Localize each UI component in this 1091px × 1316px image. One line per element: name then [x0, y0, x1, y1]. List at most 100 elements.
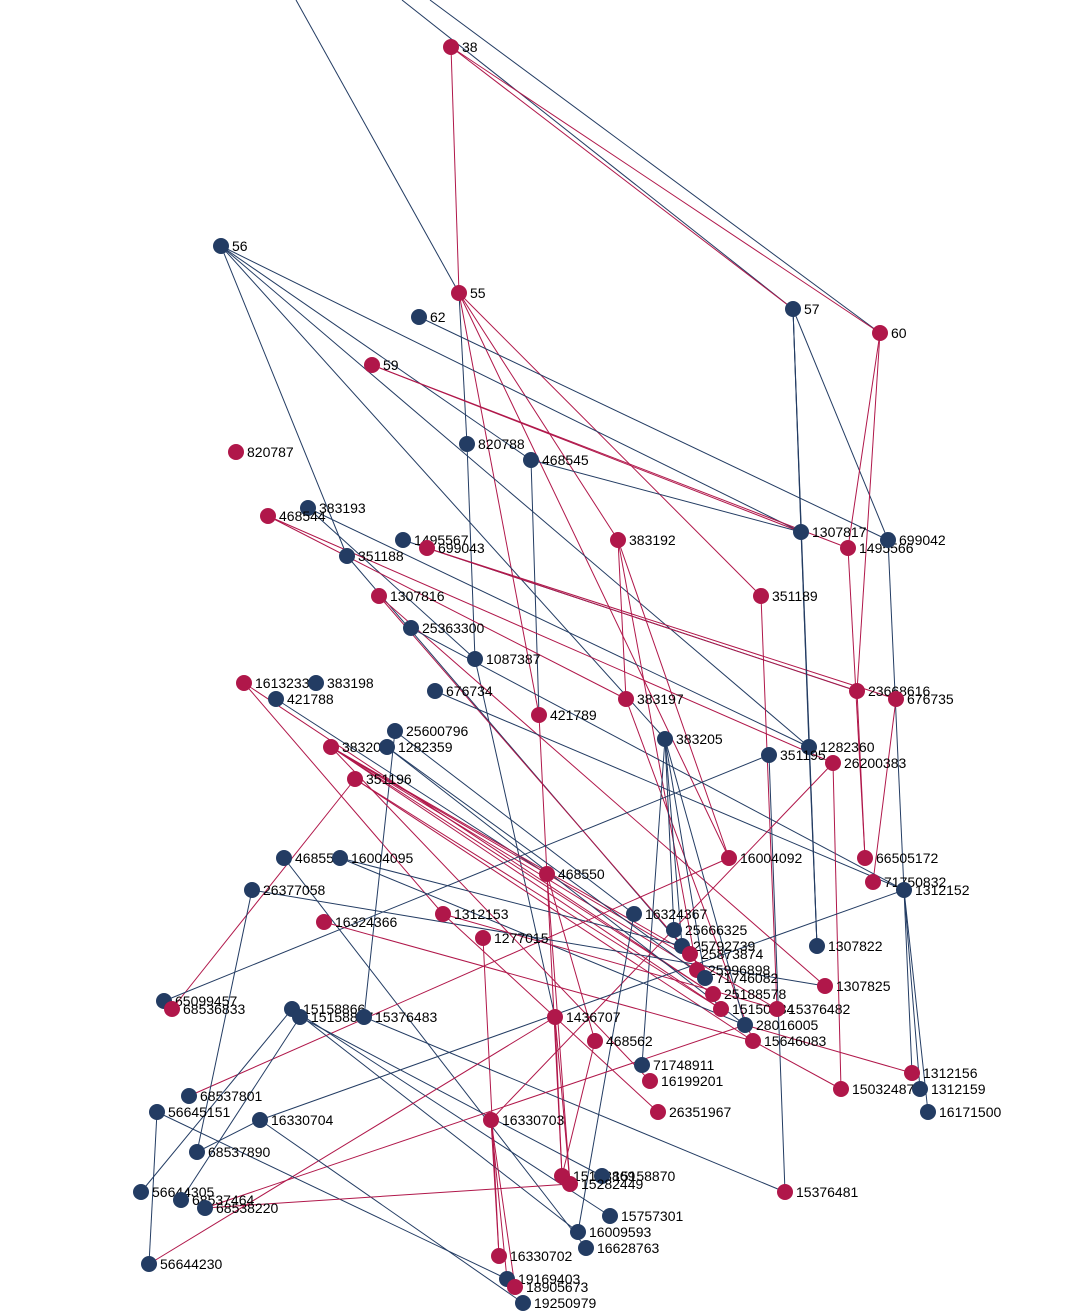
- graph-node-62[interactable]: 62: [411, 309, 446, 325]
- graph-node-383206[interactable]: 383206: [323, 739, 389, 755]
- node-marker[interactable]: [451, 285, 467, 301]
- node-marker[interactable]: [801, 739, 817, 755]
- node-marker[interactable]: [443, 39, 459, 55]
- graph-node-16330702[interactable]: 16330702: [491, 1248, 573, 1264]
- node-marker[interactable]: [587, 1033, 603, 1049]
- node-marker[interactable]: [515, 1295, 531, 1311]
- node-marker[interactable]: [316, 914, 332, 930]
- graph-node-16009593[interactable]: 16009593: [570, 1224, 652, 1240]
- node-marker[interactable]: [697, 970, 713, 986]
- node-marker[interactable]: [260, 508, 276, 524]
- node-marker[interactable]: [642, 1073, 658, 1089]
- graph-node-1307822[interactable]: 1307822: [809, 938, 883, 954]
- node-marker[interactable]: [181, 1088, 197, 1104]
- node-marker[interactable]: [435, 906, 451, 922]
- node-marker[interactable]: [657, 731, 673, 747]
- node-marker[interactable]: [610, 532, 626, 548]
- node-marker[interactable]: [753, 588, 769, 604]
- graph-node-16330703[interactable]: 16330703: [483, 1112, 565, 1128]
- graph-node-15158870[interactable]: 15158870: [594, 1168, 676, 1184]
- node-marker[interactable]: [793, 524, 809, 540]
- graph-node-68537890[interactable]: 68537890: [189, 1144, 271, 1160]
- node-marker[interactable]: [292, 1009, 308, 1025]
- node-marker[interactable]: [332, 850, 348, 866]
- graph-node-26351967[interactable]: 26351967: [650, 1104, 732, 1120]
- node-marker[interactable]: [721, 850, 737, 866]
- graph-node-1495566[interactable]: 1495566: [840, 540, 914, 556]
- node-marker[interactable]: [650, 1104, 666, 1120]
- graph-node-421789[interactable]: 421789: [531, 707, 597, 723]
- graph-node-26200383[interactable]: 26200383: [825, 755, 907, 771]
- graph-node-699042[interactable]: 699042: [880, 532, 946, 548]
- graph-node-383198[interactable]: 383198: [308, 675, 374, 691]
- graph-node-19250979[interactable]: 19250979: [515, 1295, 597, 1311]
- graph-node-351196[interactable]: 351196: [347, 771, 412, 787]
- graph-node-59[interactable]: 59: [364, 357, 399, 373]
- node-marker[interactable]: [339, 548, 355, 564]
- graph-node-25666325[interactable]: 25666325: [666, 922, 748, 938]
- graph-node-56[interactable]: 56: [213, 238, 248, 254]
- graph-node-676734[interactable]: 676734: [427, 683, 493, 699]
- graph-node-16132335[interactable]: 16132335: [236, 675, 318, 691]
- node-marker[interactable]: [833, 1081, 849, 1097]
- graph-node-1312153[interactable]: 1312153: [435, 906, 509, 922]
- graph-node-383197[interactable]: 383197: [618, 691, 684, 707]
- node-marker[interactable]: [626, 906, 642, 922]
- node-marker[interactable]: [920, 1104, 936, 1120]
- graph-node-66505172[interactable]: 66505172: [857, 850, 939, 866]
- graph-node-1312159[interactable]: 1312159: [912, 1081, 986, 1097]
- graph-node-468550[interactable]: 468550: [539, 866, 605, 882]
- node-marker[interactable]: [618, 691, 634, 707]
- graph-node-1312152[interactable]: 1312152: [896, 882, 970, 898]
- graph-node-25188578[interactable]: 25188578: [705, 986, 787, 1002]
- node-marker[interactable]: [539, 866, 555, 882]
- node-marker[interactable]: [228, 444, 244, 460]
- node-marker[interactable]: [523, 452, 539, 468]
- node-marker[interactable]: [459, 436, 475, 452]
- node-marker[interactable]: [419, 540, 435, 556]
- node-marker[interactable]: [236, 675, 252, 691]
- graph-node-16171500[interactable]: 16171500: [920, 1104, 1002, 1120]
- graph-node-68537801[interactable]: 68537801: [181, 1088, 263, 1104]
- graph-node-15282449[interactable]: 15282449: [562, 1176, 644, 1192]
- node-marker[interactable]: [268, 691, 284, 707]
- node-marker[interactable]: [387, 723, 403, 739]
- graph-node-1436707[interactable]: 1436707: [547, 1009, 621, 1025]
- node-marker[interactable]: [395, 532, 411, 548]
- node-marker[interactable]: [164, 1001, 180, 1017]
- node-marker[interactable]: [904, 1065, 920, 1081]
- node-marker[interactable]: [745, 1033, 761, 1049]
- graph-node-15757301[interactable]: 15757301: [602, 1208, 684, 1224]
- node-marker[interactable]: [737, 1017, 753, 1033]
- graph-node-383193[interactable]: 383193: [300, 500, 366, 516]
- node-marker[interactable]: [713, 1001, 729, 1017]
- graph-node-468551[interactable]: 468551: [276, 850, 342, 866]
- node-marker[interactable]: [531, 707, 547, 723]
- node-marker[interactable]: [491, 1248, 507, 1264]
- graph-node-57[interactable]: 57: [785, 301, 820, 317]
- node-marker[interactable]: [570, 1224, 586, 1240]
- graph-node-699043[interactable]: 699043: [419, 540, 485, 556]
- graph-node-351195[interactable]: 351195: [761, 747, 826, 763]
- graph-node-468544[interactable]: 468544: [260, 508, 326, 524]
- node-marker[interactable]: [133, 1184, 149, 1200]
- node-marker[interactable]: [578, 1240, 594, 1256]
- node-marker[interactable]: [197, 1200, 213, 1216]
- node-marker[interactable]: [896, 882, 912, 898]
- node-marker[interactable]: [252, 1112, 268, 1128]
- node-marker[interactable]: [912, 1081, 928, 1097]
- node-marker[interactable]: [602, 1208, 618, 1224]
- node-marker[interactable]: [149, 1104, 165, 1120]
- node-marker[interactable]: [840, 540, 856, 556]
- graph-node-383205[interactable]: 383205: [657, 731, 723, 747]
- node-marker[interactable]: [825, 755, 841, 771]
- graph-node-351189[interactable]: 351189: [753, 588, 818, 604]
- node-marker[interactable]: [705, 986, 721, 1002]
- node-marker[interactable]: [785, 301, 801, 317]
- graph-node-18905673[interactable]: 18905673: [507, 1279, 589, 1295]
- node-marker[interactable]: [213, 238, 229, 254]
- node-marker[interactable]: [880, 532, 896, 548]
- node-marker[interactable]: [888, 691, 904, 707]
- node-marker[interactable]: [141, 1256, 157, 1272]
- graph-node-71748911[interactable]: 71748911: [634, 1057, 714, 1073]
